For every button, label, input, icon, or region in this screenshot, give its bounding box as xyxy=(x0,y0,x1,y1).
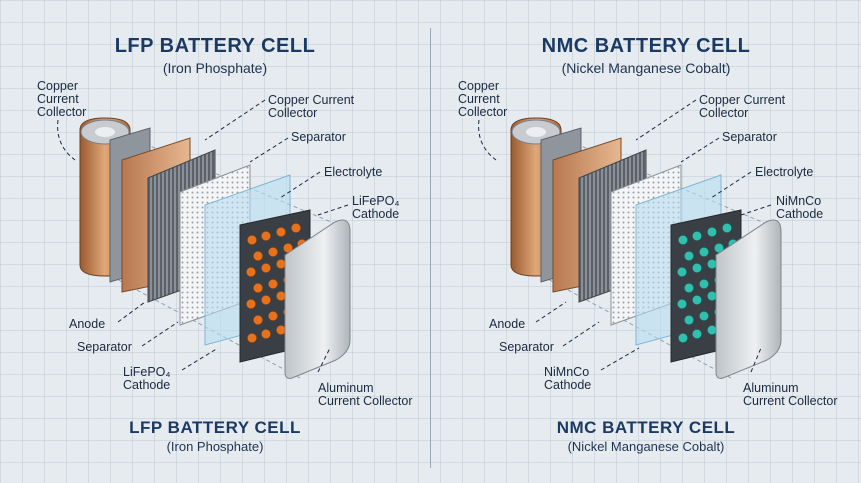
lfp-label-separator-bottom: Separator xyxy=(77,340,132,354)
lfp-label-separator-top: Separator xyxy=(291,130,346,144)
lfp-label-cathode-top: LiFePO₄ Cathode xyxy=(352,194,400,221)
lfp-bottom-title: LFP BATTERY CELL xyxy=(129,418,301,437)
nmc-label-cathode-bottom: NiMnCo Cathode xyxy=(544,365,592,392)
nmc-title: NMC BATTERY CELL xyxy=(541,35,751,57)
lfp-panel: LFP BATTERY CELL (Iron Phosphate) xyxy=(0,0,430,483)
nmc-label-separator-bottom: Separator xyxy=(499,340,554,354)
nmc-bottom-title: NMC BATTERY CELL xyxy=(556,418,736,437)
nmc-label-anode: Anode xyxy=(489,317,526,331)
nmc-label-aluminum-current-collector: Aluminum Current Collector xyxy=(743,381,838,408)
lfp-cell-illustration xyxy=(57,99,351,379)
nmc-panel: NMC BATTERY CELL (Nickel Manganese Cobal… xyxy=(431,0,861,483)
nmc-label-copper-current-collector: Copper Current Collector xyxy=(699,93,786,120)
lfp-label-aluminum-current-collector: Aluminum Current Collector xyxy=(318,381,413,408)
nmc-cell-illustration xyxy=(478,99,782,379)
lfp-label-cathode-bottom: LiFePO₄ Cathode xyxy=(123,365,171,392)
lfp-subtitle: (Iron Phosphate) xyxy=(162,60,268,76)
nmc-label-copper-current-collector-outer: Copper Current Collector xyxy=(458,79,508,119)
nmc-label-electrolyte: Electrolyte xyxy=(755,165,814,179)
lfp-label-copper-current-collector-outer: Copper Current Collector xyxy=(37,79,87,119)
nmc-subtitle: (Nickel Manganese Cobalt) xyxy=(561,60,731,76)
nmc-label-separator-top: Separator xyxy=(722,130,777,144)
aluminum-collector xyxy=(284,219,351,379)
lfp-label-anode: Anode xyxy=(69,317,106,331)
aluminum-collector xyxy=(715,219,782,379)
nmc-bottom-subtitle: (Nickel Manganese Cobalt) xyxy=(567,439,725,454)
lfp-label-electrolyte: Electrolyte xyxy=(324,165,383,179)
nmc-label-cathode-top: NiMnCo Cathode xyxy=(776,194,824,221)
panel-divider xyxy=(430,28,431,468)
lfp-title: LFP BATTERY CELL xyxy=(114,35,316,57)
lfp-label-copper-current-collector: Copper Current Collector xyxy=(268,93,355,120)
lfp-bottom-subtitle: (Iron Phosphate) xyxy=(166,439,264,454)
